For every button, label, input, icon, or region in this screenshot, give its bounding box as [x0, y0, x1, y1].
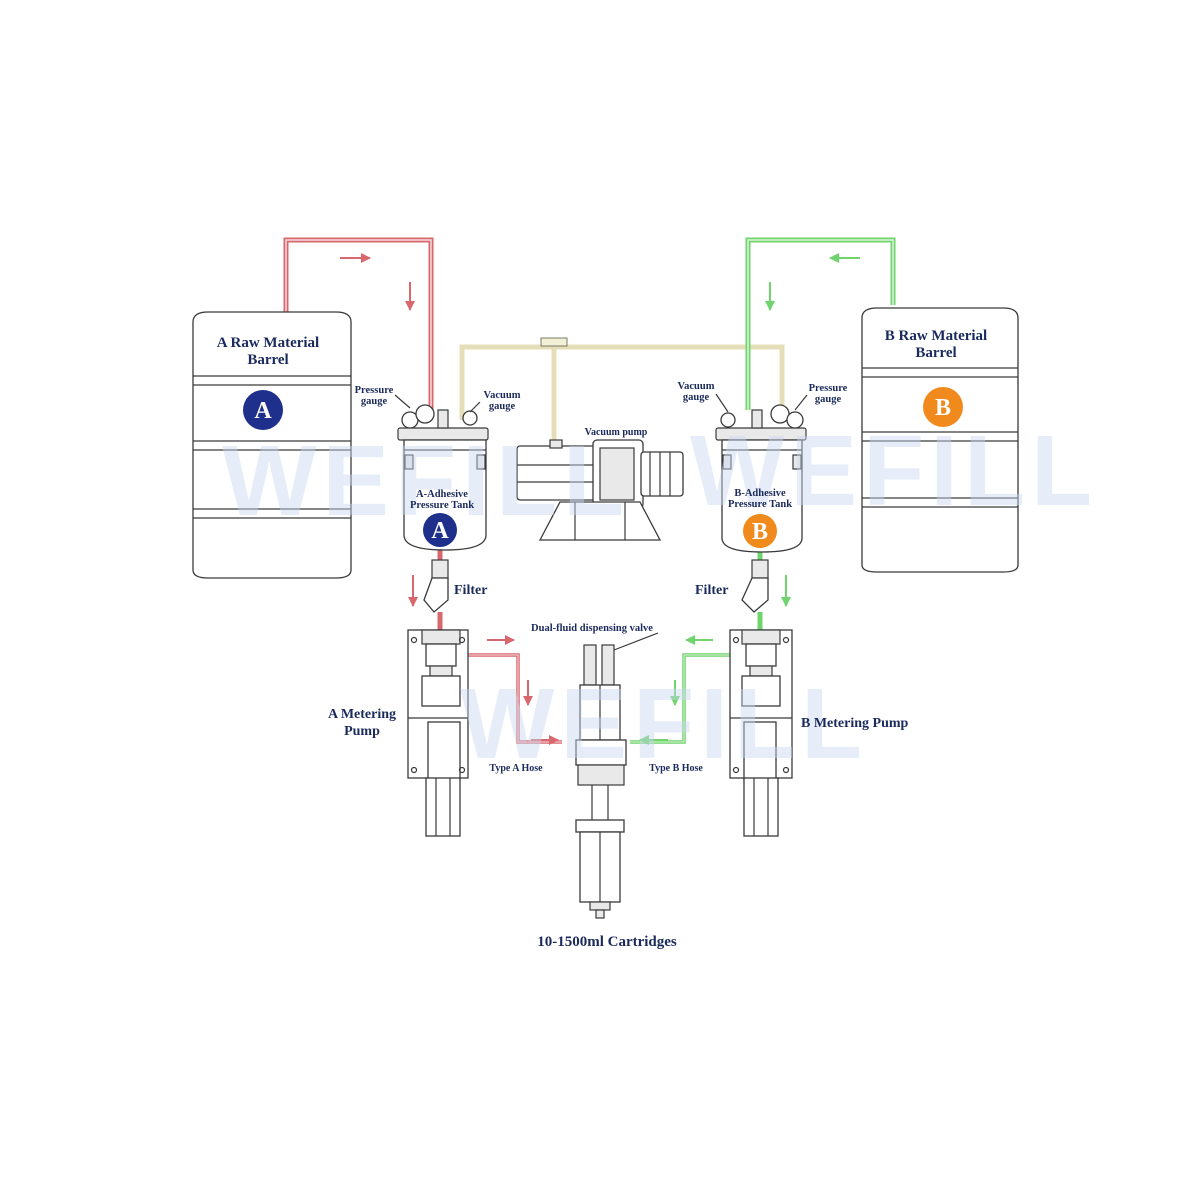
a-pressure-gauge-label-line2: gauge [361, 396, 388, 407]
dual-fluid-dispensing-valve [575, 644, 627, 820]
b-barrel-label-line2: Barrel [915, 345, 956, 361]
a-pressure-gauge-leader [394, 394, 411, 409]
b-flow-arrows [639, 253, 860, 745]
vacuum-line [459, 344, 785, 446]
a-barrel-badge [243, 390, 283, 430]
b-pressure-gauge-label-line2: gauge [815, 394, 842, 405]
a-vacuum-gauge-label-line2: gauge [489, 401, 516, 412]
a-vacuum-gauge-leader [469, 401, 481, 413]
a-barrel-label-line1: A Raw Material [217, 335, 319, 351]
a-raw-material-barrel [192, 311, 352, 579]
b-material-line [630, 237, 896, 744]
b-pressure-tank [715, 404, 807, 553]
cartridges-label: 10-1500ml Cartridges [537, 934, 677, 950]
watermark-right: WEFILL [690, 415, 1098, 527]
b-pressure-gauge-leader [794, 394, 808, 411]
cartridge [575, 819, 625, 919]
a-barrel-badge-letter: A [254, 398, 272, 424]
b-vacuum-gauge-label-line2: gauge [683, 392, 710, 403]
a-pressure-tank [397, 404, 489, 551]
b-raw-material-barrel [861, 307, 1019, 573]
watermark-left: WEFILL [222, 425, 630, 537]
a-pressure-gauge-label-line1: Pressure [355, 385, 394, 396]
type-b-hose-label: Type B Hose [649, 763, 703, 774]
dispensing-valve-leader [613, 632, 659, 651]
b-filter-label: Filter [695, 583, 728, 598]
a-tank-label-line1: A-Adhesive [416, 489, 468, 500]
b-vacuum-gauge-leader [715, 393, 729, 413]
b-metering-pump-label: B Metering Pump [801, 716, 909, 731]
a-tank-badge-letter: A [431, 518, 449, 544]
a-filter [423, 559, 449, 613]
a-metering-pump [407, 629, 469, 837]
b-tank-badge [743, 514, 777, 548]
a-metering-pump-label-line1: A Metering [328, 707, 396, 722]
b-tank-badge-letter: B [752, 519, 768, 545]
a-metering-pump-label-line2: Pump [344, 724, 380, 739]
b-barrel-label-line1: B Raw Material [885, 328, 987, 344]
vacuum-pump-label: Vacuum pump [585, 427, 648, 438]
a-filter-label: Filter [454, 583, 487, 598]
b-vacuum-gauge-label-line1: Vacuum [678, 381, 715, 392]
a-tank-label-line2: Pressure Tank [410, 500, 474, 511]
a-barrel-label-line2: Barrel [247, 352, 288, 368]
b-filter [741, 559, 769, 613]
b-barrel-badge-letter: B [935, 395, 951, 421]
b-barrel-badge [923, 387, 963, 427]
b-pressure-gauge-label-line1: Pressure [809, 383, 848, 394]
vacuum-pump [516, 439, 684, 541]
a-vacuum-gauge-label-line1: Vacuum [484, 390, 521, 401]
vacuum-tee [540, 337, 568, 347]
watermark-center: WEFILL [460, 668, 868, 780]
b-metering-pump [729, 629, 793, 837]
a-tank-badge [423, 513, 457, 547]
a-flow-arrows [340, 253, 559, 745]
b-tank-label-line1: B-Adhesive [734, 488, 786, 499]
b-tank-label-line2: Pressure Tank [728, 499, 792, 510]
type-a-hose-label: Type A Hose [489, 763, 543, 774]
dispensing-valve-label: Dual-fluid dispensing valve [531, 623, 653, 634]
